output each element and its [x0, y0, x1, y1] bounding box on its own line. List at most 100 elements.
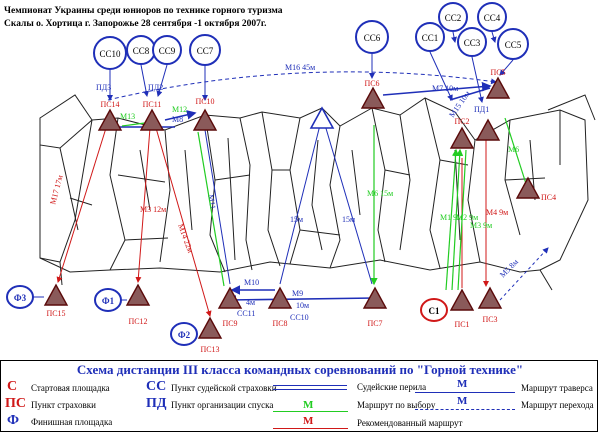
label-cc10-bottom: СС10 — [290, 313, 309, 322]
point-label: ПС4 — [541, 193, 556, 202]
judge-post-arrows — [107, 31, 514, 103]
point-label: ПС12 — [128, 317, 147, 326]
legend-traverse-text: Маршрут траверса — [521, 383, 593, 393]
judge-post-label: СС1 — [422, 33, 439, 43]
judge-post-label: СС10 — [99, 49, 121, 59]
point-label: ПС11 — [143, 100, 162, 109]
point-label: ПС1 — [454, 320, 469, 329]
label-m3-12: М3 12м — [140, 205, 166, 214]
label-m13: М13 — [120, 112, 135, 121]
descent-label-pd3: ПД3 — [96, 83, 111, 92]
point-label: ПС2 — [454, 117, 469, 126]
header-line-1: Чемпионат Украины среди юниоров по техни… — [4, 6, 283, 16]
label-m6-15: М6 15м — [367, 189, 393, 198]
label-m2: М2 9м — [456, 213, 478, 222]
legend-choice-m: М — [303, 399, 314, 411]
legend-ps-symbol: ПС — [5, 396, 26, 411]
belay-point-ps3[interactable]: ПС3 — [477, 286, 503, 324]
judge-post-cc2[interactable]: СС2 — [438, 2, 468, 32]
legend-title: Схема дистанции III класса командных сор… — [76, 362, 524, 377]
legend-choice-line — [273, 411, 348, 412]
belay-point-ps5[interactable]: ПС5 — [485, 68, 511, 99]
red-routes — [56, 127, 489, 317]
legend-pd-symbol: ПД — [146, 396, 167, 411]
label-m17: М17 17м — [48, 174, 65, 205]
belay-point-ps1[interactable]: ПС1 — [449, 288, 475, 329]
label-m3-9: М3 9м — [470, 221, 492, 230]
judge-post-cc9[interactable]: СС9 — [152, 35, 182, 65]
judge-post-cc7[interactable]: СС7 — [189, 34, 221, 66]
judge-post-label: СС6 — [364, 33, 381, 43]
belay-point-ps2[interactable]: ПС2 — [449, 117, 501, 149]
label-m9: М9 — [292, 289, 303, 298]
legend-f-symbol: Ф — [7, 413, 20, 428]
point-label: ПС15 — [46, 309, 65, 318]
legend-panel: Схема дистанции III класса командных сор… — [0, 360, 598, 432]
label-m11: М11 — [206, 194, 217, 210]
legend-cc-symbol: СС — [146, 379, 167, 394]
point-label: ПС14 — [100, 100, 119, 109]
judge-post-cc8[interactable]: СС8 — [126, 35, 156, 65]
judge-post-cc10[interactable]: СС10 — [93, 36, 127, 70]
legend-recommended-line — [273, 428, 348, 429]
legend-ps-text: Пункт страховки — [31, 400, 96, 410]
belay-point-ps13[interactable]: ПС13 — [197, 316, 223, 354]
legend-f-text: Финишная площадка — [31, 417, 113, 427]
legend-judge-rope-line-2 — [273, 389, 347, 390]
judge-post-cc4[interactable]: СС4 — [477, 2, 507, 32]
legend-judge-rope-line — [273, 385, 347, 386]
label-10m: 10м — [296, 301, 309, 310]
label-4m: 4м — [246, 298, 255, 307]
belay-point-ps14[interactable]: ПС14 — [97, 100, 123, 131]
descent-label-pd2: ПД2 — [148, 83, 163, 92]
label-cc11: СС11 — [237, 309, 255, 318]
start-c1[interactable]: С1 — [420, 298, 448, 322]
belay-point-ps7[interactable]: ПС7 — [362, 286, 388, 328]
finish-ф1[interactable]: Ф1 — [94, 288, 127, 312]
label-m6: М6 — [508, 145, 519, 154]
finish-label: Ф2 — [178, 330, 191, 340]
legend-c-text: Стартовая площадка — [31, 383, 110, 393]
header-line-2: Скалы о. Хортица г. Запорожье 28 сентябр… — [4, 18, 267, 29]
label-m15: М15 10м — [447, 89, 472, 119]
finish-ф2[interactable]: Ф2 — [170, 322, 198, 346]
legend-crossing-line — [415, 409, 515, 410]
belay-point-ps11[interactable]: ПС11 — [139, 100, 165, 131]
judge-post-label: СС4 — [484, 13, 501, 23]
label-m1: М1 9м — [440, 213, 462, 222]
traverse-route — [107, 71, 497, 101]
legend-judge-rope-text: Судейские перила — [357, 382, 427, 392]
label-m10: М10 — [244, 278, 259, 287]
judge-post-cc1[interactable]: СС1 — [415, 22, 445, 52]
label-m4: М4 9м — [486, 208, 508, 217]
belay-point-ps9[interactable]: ПС9 — [217, 286, 243, 328]
belay-points: ПС14 ПС11 ПС10 ПС6 ПС5 ПС2 ПС4 — [43, 68, 556, 354]
legend-c-symbol: С — [7, 379, 18, 394]
finish-ф3[interactable]: Ф3 — [6, 285, 44, 309]
belay-point-blue[interactable] — [309, 106, 335, 129]
scheme-diagram: Чемпионат Украины среди юниоров по техни… — [4, 2, 596, 354]
start-label: С1 — [429, 306, 440, 316]
blue-routes — [204, 124, 549, 301]
legend-recommended-text: Рекомендованный маршрут — [357, 418, 463, 428]
label-m16: М16 45м — [285, 63, 315, 72]
judge-post-label: СС7 — [197, 46, 214, 56]
belay-point-ps15[interactable]: ПС15 — [43, 283, 69, 318]
belay-point-ps8[interactable]: ПС8 — [267, 286, 293, 328]
judge-post-cc3[interactable]: СС3 — [457, 27, 487, 57]
legend-traverse-m: М — [457, 378, 468, 390]
point-label: ПС5 — [490, 68, 505, 77]
label-m5: М5 8м — [498, 257, 520, 279]
belay-point-ps12[interactable]: ПС12 — [125, 283, 151, 326]
judge-post-label: СС2 — [445, 13, 462, 23]
belay-point-ps4[interactable]: ПС4 — [515, 176, 556, 202]
point-label: ПС6 — [364, 79, 379, 88]
legend-crossing-text: Маршрут перехода — [521, 400, 594, 410]
judge-post-cc5[interactable]: СС5 — [497, 28, 529, 60]
belay-point-ps6[interactable]: ПС6 — [360, 79, 386, 109]
belay-point-ps10[interactable]: ПС10 — [192, 97, 218, 131]
judge-post-cc6[interactable]: СС6 — [355, 20, 389, 54]
point-label: ПС3 — [482, 315, 497, 324]
label-15m-a: 15м — [290, 215, 303, 224]
